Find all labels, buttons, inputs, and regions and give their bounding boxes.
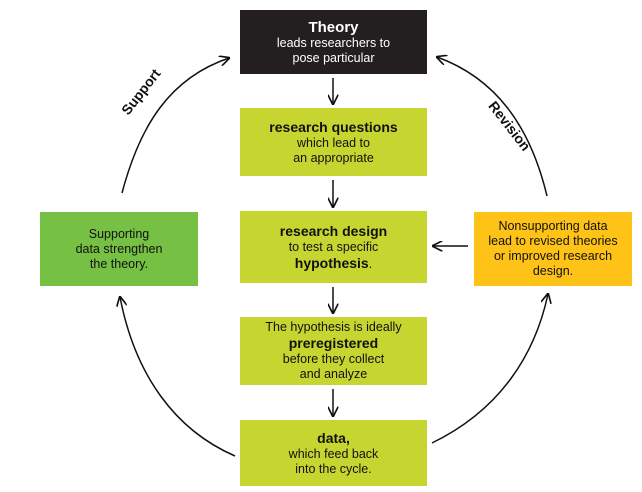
nonsupporting-line-2: or improved research — [493, 249, 613, 263]
nonsupporting-line-1: lead to revised theories — [488, 234, 618, 248]
research-design-box: research design to test a specific hypot… — [240, 211, 427, 283]
data-line-2: into the cycle. — [295, 461, 372, 476]
theory-line-2: pose particular — [292, 50, 375, 65]
preregistered-title: preregistered — [288, 335, 379, 351]
supporting-data-box: Supporting data strengthen the theory. — [40, 212, 198, 286]
hypothesis-word: hypothesis — [294, 254, 369, 271]
nonsupporting-line-0: Nonsupporting data — [498, 219, 608, 233]
arc-revision-upper — [437, 57, 548, 197]
nonsupporting-data-box: Nonsupporting data lead to revised theor… — [474, 212, 632, 286]
arc-support-lower — [120, 297, 236, 457]
research-design-line-2: hypothesis. — [295, 255, 372, 272]
preregistered-line-0: The hypothesis is ideally — [265, 320, 402, 334]
supporting-line-2: the theory. — [89, 256, 149, 271]
research-design-line-1: to test a specific — [288, 239, 379, 254]
data-box: data, which feed back into the cycle. — [240, 420, 427, 486]
data-title: data, — [317, 429, 350, 446]
research-questions-line-1: which lead to — [297, 135, 370, 150]
arc-revision-lower — [431, 294, 548, 444]
research-questions-box: research questions which lead to an appr… — [240, 108, 427, 176]
preregistered-line-2: before they collect — [282, 352, 385, 366]
data-line-1: which feed back — [288, 446, 379, 461]
hypothesis-period: . — [368, 256, 373, 271]
preregistered-line-3: and analyze — [299, 367, 368, 381]
preregistered-box: The hypothesis is ideally preregistered … — [240, 317, 427, 385]
theory-title: Theory — [308, 18, 359, 36]
research-design-title: research design — [279, 222, 388, 239]
theory-box: Theory leads researchers to pose particu… — [240, 10, 427, 74]
arc-support-upper — [121, 58, 229, 194]
theory-line-1: leads researchers to — [276, 35, 391, 50]
supporting-line-0: Supporting — [88, 226, 150, 241]
research-questions-title: research questions — [269, 118, 398, 135]
nonsupporting-line-3: design. — [532, 264, 574, 278]
supporting-line-1: data strengthen — [75, 241, 163, 256]
research-questions-line-2: an appropriate — [293, 150, 374, 165]
